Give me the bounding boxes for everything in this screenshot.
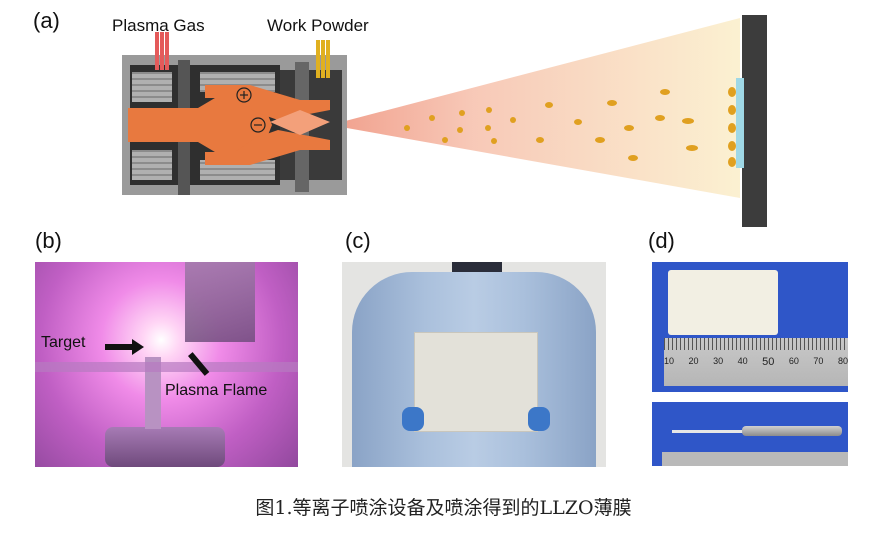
ruler-tick: 30 (713, 356, 724, 366)
target-arrow (105, 344, 133, 350)
ruler-tick: 70 (813, 356, 824, 366)
panel-label-d: (d) (648, 228, 675, 253)
stage (105, 427, 225, 467)
panel-c-photo (342, 262, 606, 467)
plasma-gas-inlet (155, 32, 169, 70)
panel-label-b: (b) (35, 228, 62, 253)
ruler-tick: 10 (664, 356, 675, 366)
glove-right (528, 407, 550, 431)
panel-d-top-photo: 10 20 30 40 50 60 70 80 (652, 262, 848, 392)
ruler-tick: 40 (737, 356, 748, 366)
machine-arm (185, 262, 255, 342)
work-powder-label: Work Powder (267, 16, 369, 35)
substrate-plate (742, 15, 767, 227)
target-label: Target (41, 334, 86, 351)
glove-left (402, 407, 424, 431)
panel-d-bottom-photo (652, 402, 848, 466)
plasma-flame-label: Plasma Flame (165, 382, 268, 399)
ruler-tick: 60 (788, 356, 799, 366)
pillar (145, 357, 161, 429)
panel-label-a: (a) (33, 8, 60, 33)
film-sample (668, 270, 778, 335)
tweezers (742, 426, 842, 436)
figure-caption: 图1.等离子喷涂设备及喷涂得到的LLZO薄膜 (255, 497, 632, 519)
spray-cone (330, 18, 740, 198)
panel-b-photo: Target Plasma Flame (35, 262, 298, 467)
ruler-tick: 20 (688, 356, 699, 366)
ledge (35, 362, 298, 372)
plasma-gas-label: Plasma Gas (112, 16, 205, 35)
powder-droplets (404, 87, 736, 167)
cathode (128, 95, 272, 155)
target-arrow-head (132, 339, 144, 355)
work-powder-inlet (316, 40, 330, 78)
ruler-tick: 50 (762, 356, 775, 368)
ruler-bottom (662, 452, 848, 466)
ruler-top: 10 20 30 40 50 60 70 80 (664, 338, 848, 386)
ruler-tick: 80 (837, 356, 848, 366)
llzo-film (414, 332, 538, 432)
panel-label-c: (c) (345, 228, 371, 253)
